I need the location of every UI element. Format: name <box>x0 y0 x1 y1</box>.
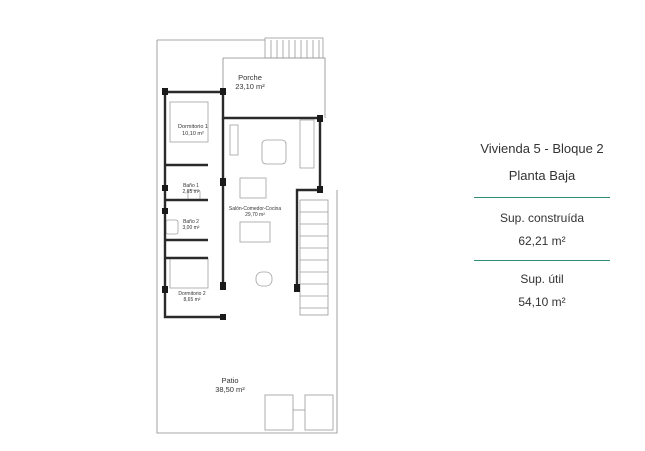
useful-area-value: 54,10 m² <box>518 295 566 309</box>
room-name: Patio <box>221 376 239 385</box>
top-stairs <box>264 37 324 59</box>
built-area-label: Sup. construída <box>499 211 585 225</box>
room-name: Dormitorio 2 <box>178 291 206 297</box>
room-bano-2: Baño 2 3,00 m² <box>176 219 206 232</box>
room-name: Dormitorio 1 <box>178 124 208 130</box>
patio-steps <box>264 394 334 431</box>
room-name: Porche <box>238 73 262 82</box>
room-area: 10,10 m² <box>182 130 204 137</box>
useful-area-label: Sup. útil <box>520 272 564 286</box>
room-name: Salón-Comedor-Cocina <box>228 206 282 212</box>
divider <box>474 197 610 198</box>
room-name: Baño 1 <box>183 183 199 189</box>
room-dormitorio-2: Dormitorio 2 8,65 m² <box>172 291 212 304</box>
room-dormitorio-1: Dormitorio 1 10,10 m² <box>170 124 216 138</box>
porch-outline <box>223 57 326 118</box>
dwelling-title: Vivienda 5 - Bloque 2 <box>480 141 604 156</box>
room-bano-1: Baño 1 2,65 m² <box>176 183 206 196</box>
info-panel: Vivienda 5 - Bloque 2 Planta Baja Sup. c… <box>462 140 622 311</box>
room-salon-comedor-cocina: Salón-Comedor-Cocina 29,70 m² <box>222 206 288 219</box>
room-name: Baño 2 <box>183 219 199 225</box>
right-stairs <box>299 199 329 316</box>
room-area: 29,70 m² <box>245 212 265 219</box>
plot-boundary <box>156 40 338 434</box>
built-area-value: 62,21 m² <box>518 234 566 248</box>
floor-label: Planta Baja <box>508 168 576 183</box>
room-area: 2,65 m² <box>182 189 200 196</box>
divider <box>474 260 610 261</box>
room-area: 8,65 m² <box>183 297 201 304</box>
room-patio: Patio 38,50 m² <box>205 376 255 395</box>
room-area: 23,10 m² <box>235 82 265 92</box>
exterior-wall <box>163 92 223 319</box>
room-area: 3,00 m² <box>182 225 200 232</box>
room-area: 38,50 m² <box>215 385 245 395</box>
room-porche: Porche 23,10 m² <box>225 73 275 92</box>
